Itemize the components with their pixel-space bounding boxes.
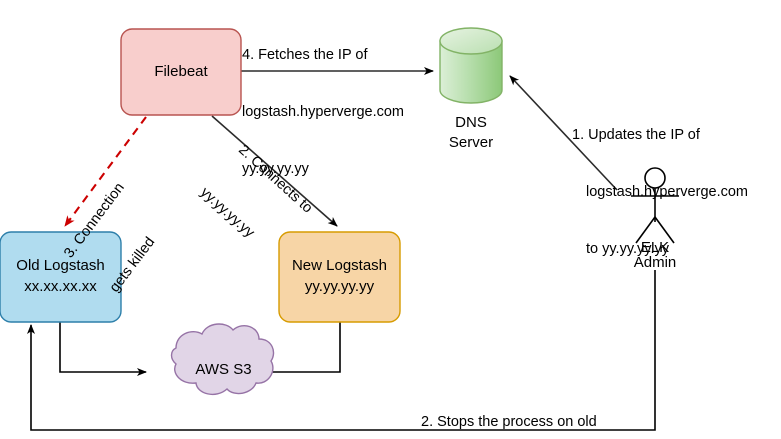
edge-label-updates-ip-line1: 1. Updates the IP of <box>572 127 700 143</box>
edge-label-connection-killed-line2: gets killed <box>106 234 159 296</box>
edge-label-fetches-ip-line1: 4. Fetches the IP of <box>242 47 368 63</box>
node-new-logstash[interactable] <box>278 231 401 323</box>
edge-label-stops-process: 2. Stops the process on old logstash nod… <box>421 375 597 439</box>
edge-label-fetches-ip-line3: yy.yy.yy.yy <box>242 161 309 177</box>
edge-admin-to-dns <box>509 75 618 191</box>
edge-new-logstash-to-s3 <box>255 322 341 376</box>
edge-old-logstash-to-s3 <box>59 322 147 376</box>
edge-label-fetches-ip-line2: logstash.hyperverge.com <box>242 104 404 120</box>
edge-label-fetches-ip: 4. Fetches the IP of logstash.hyperverge… <box>242 8 404 217</box>
edge-filebeat-to-old-logstash-killed <box>64 116 147 227</box>
edge-filebeat-to-new-logstash <box>211 115 338 227</box>
edge-label-connection-killed-line1: 3. Connection <box>61 180 128 262</box>
edge-label-connects-to-line2: yy.yy.yy.yy <box>197 184 258 241</box>
node-aws-s3[interactable] <box>170 323 275 396</box>
edge-admin-to-old-logstash-stop <box>27 270 656 431</box>
edge-label-updates-ip-line2: logstash.hyperverge.com <box>586 184 748 200</box>
edge-label-updates-ip: 1. Updates the IP of logstash.hyperverge… <box>572 88 748 297</box>
node-old-logstash[interactable] <box>0 231 122 323</box>
node-dns-server[interactable] <box>439 27 503 104</box>
edge-label-connects-to-line1: 2. Connects to <box>235 141 316 217</box>
edge-label-stops-process-line1: 2. Stops the process on old <box>421 414 597 430</box>
edge-label-updates-ip-line3: to yy.yy.yy.yy <box>586 241 669 257</box>
node-filebeat[interactable] <box>120 28 242 116</box>
node-elk-admin[interactable] <box>631 167 679 244</box>
